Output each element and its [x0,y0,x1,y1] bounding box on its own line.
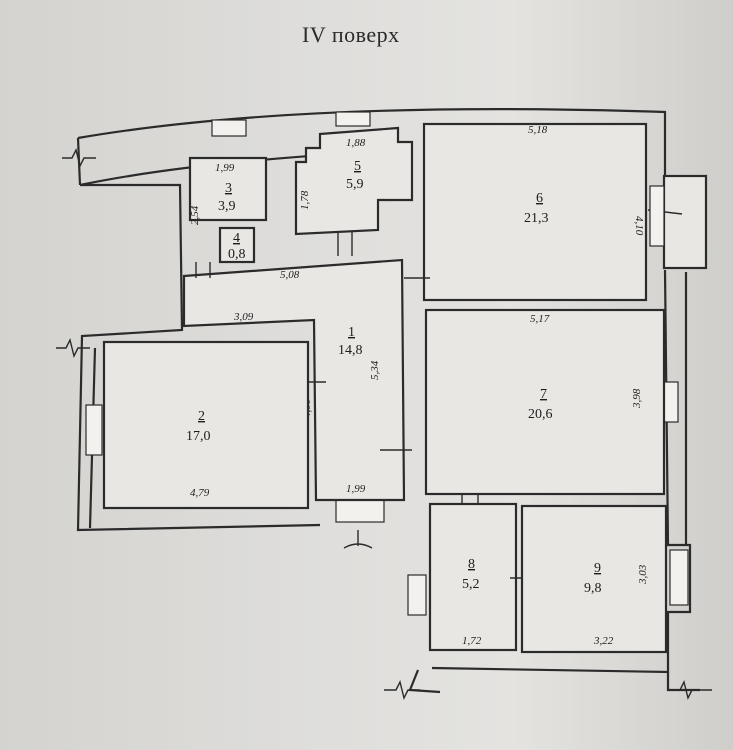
dim-1-99-bottom: 1,99 [346,483,366,495]
window-room-8 [407,574,427,616]
room-7-area: 20,6 [528,407,553,422]
room-3-area: 3,9 [218,199,236,214]
room-5-area: 5,9 [346,177,364,192]
room-8-number: 8 [468,557,475,572]
dim-4-79: 4,79 [190,487,210,499]
dim-1-78: 1,78 [299,190,311,210]
room-8: 1,72 8 5,2 [428,502,532,652]
dim-5-18: 5,18 [528,124,548,136]
entrance-opening [335,499,385,523]
room-6-number: 6 [536,191,543,206]
room-6-area: 21,3 [524,211,549,226]
window-room-3 [211,119,247,137]
break-marks [56,147,712,701]
room-8-area: 5,2 [462,577,480,592]
balcony [647,174,708,270]
room-6: 5,18 4,10 6 21,3 [422,122,648,302]
room-4: 4 0,8 [218,226,256,264]
room-3: 1,99 2,54 3 3,9 [188,156,268,225]
dim-5-34: 5,34 [369,360,381,380]
room-5: 1,88 1,78 5 5,9 [294,126,414,256]
dim-2-54: 2,54 [189,205,201,225]
window-room-5 [335,111,371,127]
room-9: 3,22 3,03 9 9,8 [520,504,668,654]
window-room-9 [669,549,689,606]
dim-5-17: 5,17 [530,313,550,325]
room-5-number: 5 [354,159,361,174]
dim-1-88: 1,88 [346,137,366,149]
dim-1-72: 1,72 [462,635,482,647]
room-1-number: 1 [348,325,355,340]
floor-title: IV поверх [302,22,400,47]
balcony-outline [662,174,708,270]
room-4-area: 0,8 [228,247,246,262]
dim-3-98: 3,98 [631,388,643,409]
window-room-2 [85,404,103,456]
room-1-area: 14,8 [338,343,363,358]
window-room-6 [649,185,665,247]
room-2-area: 17,0 [186,429,211,444]
room-9-number: 9 [594,561,601,576]
dim-5-08: 5,08 [280,269,300,281]
dim-3-09: 3,09 [233,311,254,323]
room-7: 5,17 3,98 7 20,6 [424,308,666,504]
room-4-number: 4 [233,231,240,246]
dim-1-99-top: 1,99 [215,162,235,174]
window-room-7 [663,381,679,423]
room-2-number: 2 [198,409,205,424]
dim-3-22: 3,22 [593,635,614,647]
windows [85,111,689,616]
entrance-symbol [343,530,373,549]
dim-4-10: 4,10 [633,216,645,236]
room-7-number: 7 [540,387,547,402]
room-3-number: 3 [225,181,232,196]
room-9-area: 9,8 [584,581,602,596]
room-2: 4,79 2 17,0 [102,340,310,510]
room-1: 5,08 3,09 5,34 4,00 1,99 1 14,8 [182,258,430,502]
dim-3-03: 3,03 [637,564,649,585]
